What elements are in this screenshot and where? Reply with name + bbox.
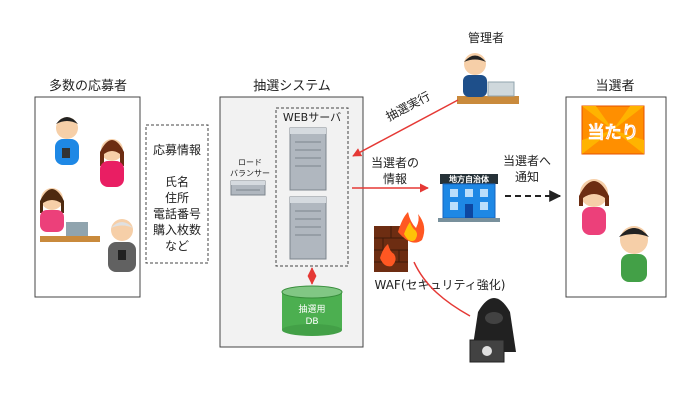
load-balancer-label: ロード [238,158,262,167]
server-icon [289,196,327,260]
db-label: DB [305,317,318,327]
database-icon [281,285,343,336]
firewall-icon [374,212,425,272]
application-info-item: 氏名 [165,174,189,189]
attack-arrow [413,261,471,317]
notify-label: 当選者へ [503,154,551,168]
prize-badge-label: 当たり [588,122,639,143]
db-label: 抽選用 [298,303,325,315]
application-info-title: 応募情報 [153,143,201,157]
system-title: 抽選システム [253,79,331,94]
lottery-exec-arrow [352,99,459,157]
notify-label: 通知 [515,170,539,184]
lottery-exec-label: 抽選実行 [383,88,432,124]
web-server-label: WEBサーバ [283,111,341,124]
applicants-title: 多数の応募者 [49,78,127,94]
application-info-item: 購入枚数 [153,222,201,237]
winner-people-illustration [579,179,649,282]
load-balancer-label: バランサー [230,169,270,178]
government-building-icon [438,174,500,222]
web-server-box [275,107,349,267]
government-sign: 地方自治体 [449,174,490,184]
admin-laptop-illustration [457,53,519,104]
load-balancer-icon [230,180,266,196]
waf-label: WAF(セキュリティ強化) [375,278,506,292]
server-icon [289,127,327,191]
winner-info-label: 当選者の [371,156,419,170]
admin-label: 管理者 [468,30,504,45]
prize-badge-icon [581,105,645,155]
application-info-item: など [165,239,189,253]
application-info-item: 電話番号 [153,206,201,221]
application-info-box [145,124,209,264]
applicant-people-illustration [40,117,136,272]
winners-title: 当選者 [595,79,634,94]
hacker-icon [469,298,516,363]
winner-info-label: 情報 [383,172,407,186]
application-info-item: 住所 [165,191,189,205]
